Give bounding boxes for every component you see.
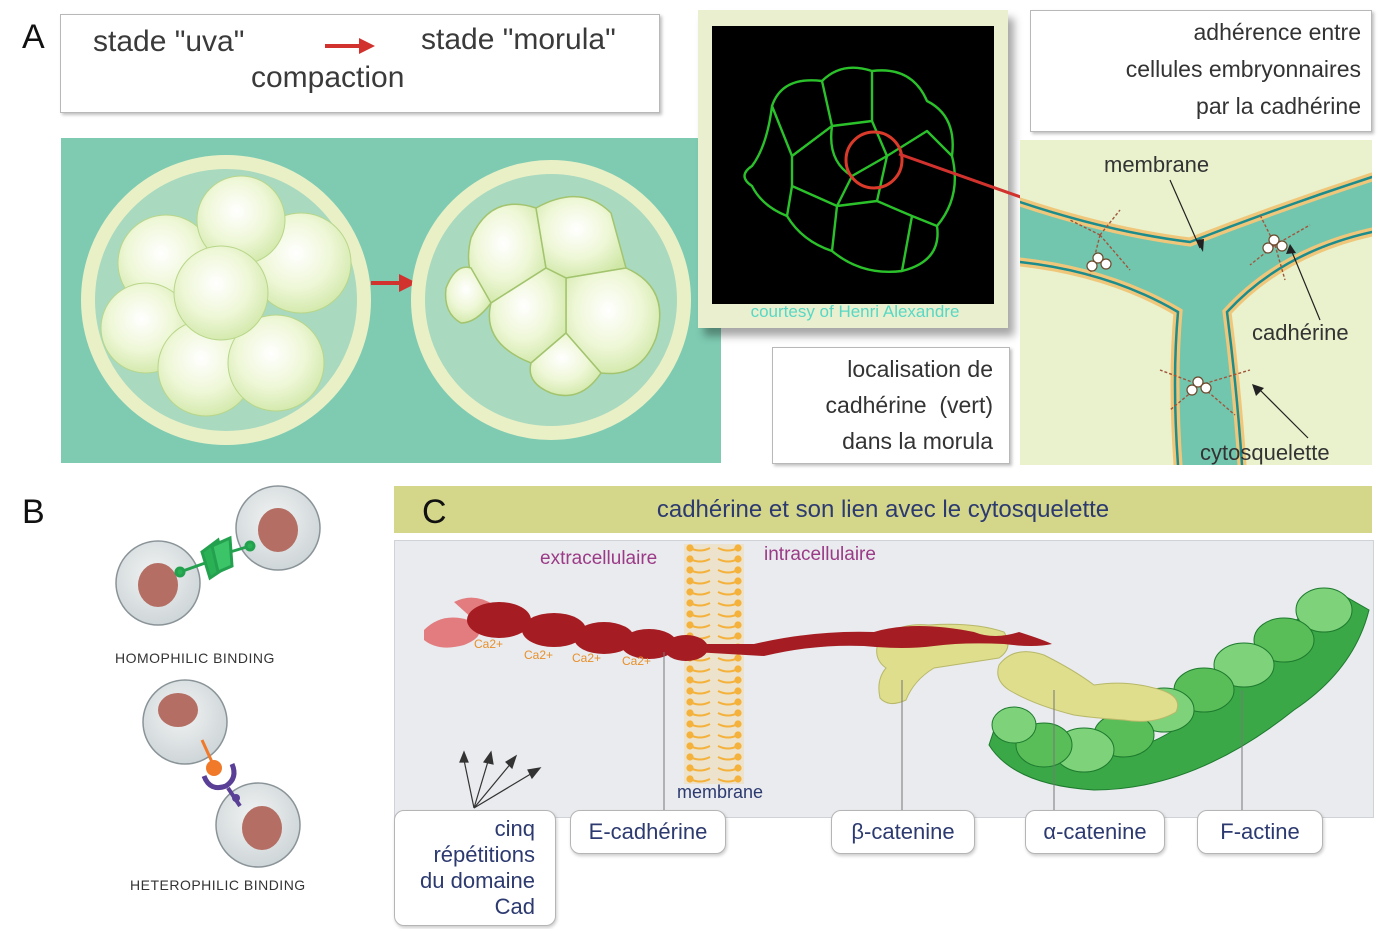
lipid-head <box>734 698 742 706</box>
lipid-head <box>686 544 694 552</box>
heterophilic-label: HETEROPHILIC BINDING <box>130 877 306 893</box>
lipid-head <box>734 621 742 629</box>
adhesion-box: adhérence entre cellules embryonnaires p… <box>1030 10 1372 132</box>
lipid-head <box>734 544 742 552</box>
lipid-head <box>686 775 694 783</box>
lipid-head <box>734 599 742 607</box>
adhesion-line-1: adhérence entre <box>1193 19 1361 45</box>
callout-alpha-catenin: α-catenine <box>1025 810 1165 854</box>
morula-cells <box>444 196 661 397</box>
lipid-head <box>734 742 742 750</box>
lipid-head <box>686 687 694 695</box>
lipid-head <box>686 742 694 750</box>
alpha-catenin-shape <box>997 651 1179 722</box>
callout-five-repeats: cinq répétitions du domaine Cad <box>394 810 556 926</box>
cadherin-complex-illustration: Ca2+ Ca2+ Ca2+ Ca2+ extracellulaire intr… <box>424 544 1370 812</box>
lipid-head <box>734 720 742 728</box>
lipid-head <box>734 665 742 673</box>
lipid-head <box>734 632 742 640</box>
callout-e-cadherin: E-cadhérine <box>570 810 726 854</box>
detail-label-membrane: membrane <box>1104 152 1209 177</box>
homophilic-label: HOMOPHILIC BINDING <box>115 650 275 666</box>
ca-label-4: Ca2+ <box>622 654 651 668</box>
adhesion-line-2: cellules embryonnaires <box>1125 56 1361 82</box>
lipid-head <box>686 698 694 706</box>
localisation-line-3: dans la morula <box>842 428 993 454</box>
fluorescence-image <box>712 26 994 304</box>
lipid-head <box>734 687 742 695</box>
stage-box: stade "uva" stade "morula" compaction <box>60 14 660 113</box>
callout-f-actine: F-actine <box>1197 810 1323 854</box>
panel-c-title-band <box>394 486 1372 533</box>
lipid-head <box>686 555 694 563</box>
membrane-bilayer <box>684 544 744 784</box>
lipid-head <box>734 566 742 574</box>
lipid-head <box>686 753 694 761</box>
homophilic-cadherin-icon <box>174 535 256 581</box>
panel-b-letter: B <box>22 493 45 531</box>
callout-five-line-2: répétitions <box>433 842 535 867</box>
lipid-head <box>686 720 694 728</box>
callout-five-line-3: du domaine <box>420 868 535 893</box>
lipid-head <box>686 610 694 618</box>
lipid-head <box>686 566 694 574</box>
courtesy-text: courtesy of Henri Alexandre <box>750 302 960 321</box>
intracellulaire-label: intracellulaire <box>764 544 876 565</box>
compaction-arrow-icon <box>371 274 417 292</box>
lipid-head <box>686 588 694 596</box>
localisation-box: localisation de cadhérine (vert) dans la… <box>772 347 1010 464</box>
compaction-label: compaction <box>251 61 405 94</box>
embryo-illustration <box>61 138 721 463</box>
detail-label-cytosquelette: cytosquelette <box>1200 440 1330 465</box>
lipid-head <box>734 775 742 783</box>
panel-c-letter: C <box>422 493 447 531</box>
adhesion-detail: membrane cadhérine cytosquelette <box>1020 140 1372 465</box>
ca-label-1: Ca2+ <box>474 637 503 651</box>
extracellulaire-label: extracellulaire <box>540 548 657 569</box>
lipid-head <box>734 764 742 772</box>
localisation-line-1: localisation de <box>847 356 993 382</box>
panel-a-letter: A <box>22 18 45 56</box>
lipid-head <box>734 577 742 585</box>
lipid-head <box>734 676 742 684</box>
e-cadherin-shape <box>424 597 1052 661</box>
heterophilic-receptor-icon <box>200 739 242 808</box>
callout-beta-catenin: β-catenine <box>831 810 975 854</box>
panel-c-title: cadhérine et son lien avec le cytosquele… <box>656 496 1110 523</box>
ca-label-3: Ca2+ <box>572 651 601 665</box>
five-repeats-arrows-icon <box>459 750 542 809</box>
callout-five-line-1: cinq <box>494 816 535 841</box>
lipid-head <box>686 665 694 673</box>
binding-illustration: HOMOPHILIC BINDING HETEROPHILIC BINDING <box>115 485 321 893</box>
lipid-head <box>734 654 742 662</box>
lipid-head <box>734 588 742 596</box>
lipid-head <box>686 599 694 607</box>
detail-label-cadherine: cadhérine <box>1252 320 1349 345</box>
localisation-line-2: cadhérine (vert) <box>825 392 993 418</box>
membrane-label: membrane <box>677 782 763 802</box>
lipid-head <box>686 709 694 717</box>
adhesion-line-3: par la cadhérine <box>1196 93 1361 119</box>
lipid-head <box>686 577 694 585</box>
lipid-head <box>734 731 742 739</box>
highlight-circle <box>844 130 904 190</box>
lipid-head <box>734 709 742 717</box>
stage-uva-label: stade "uva" <box>93 25 245 58</box>
lipid-head <box>734 555 742 563</box>
fluorescence-frame: courtesy of Henri Alexandre <box>698 10 1008 328</box>
lipid-head <box>686 764 694 772</box>
uva-cells <box>100 175 352 417</box>
lipid-head <box>734 753 742 761</box>
ca-label-2: Ca2+ <box>524 648 553 662</box>
lipid-head <box>686 731 694 739</box>
stage-arrow-icon <box>325 38 375 54</box>
stage-morula-label: stade "morula" <box>421 23 616 56</box>
lipid-head <box>734 610 742 618</box>
callout-five-line-4: Cad <box>494 894 535 919</box>
lipid-head <box>686 621 694 629</box>
lipid-head <box>686 676 694 684</box>
